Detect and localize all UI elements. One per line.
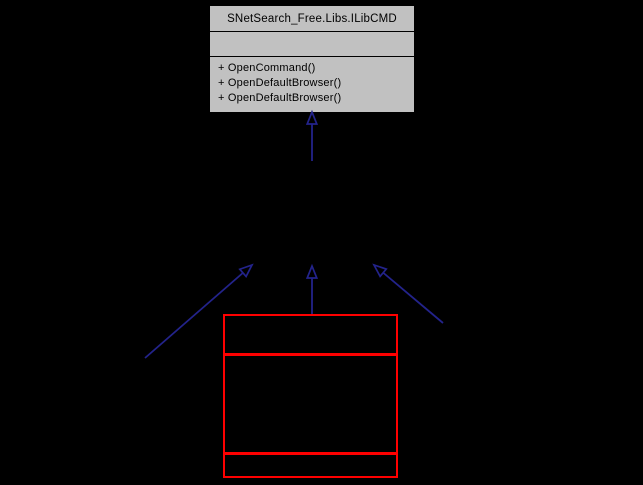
base-class-methods-compartment: + OpenCommand() + OpenDefaultBrowser() +… (210, 57, 414, 112)
compartment-divider (225, 353, 396, 356)
method-item: + OpenDefaultBrowser() (218, 92, 342, 104)
base-class-title: SNetSearch_Free.Libs.ILibCMD (210, 6, 414, 32)
compartment-divider (225, 452, 396, 455)
method-item: + OpenCommand() (218, 62, 316, 74)
highlighted-class-node (223, 314, 398, 478)
base-class-attributes-compartment (210, 32, 414, 57)
base-class-node[interactable]: SNetSearch_Free.Libs.ILibCMD + OpenComma… (209, 5, 415, 113)
method-item: + OpenDefaultBrowser() (218, 77, 342, 89)
